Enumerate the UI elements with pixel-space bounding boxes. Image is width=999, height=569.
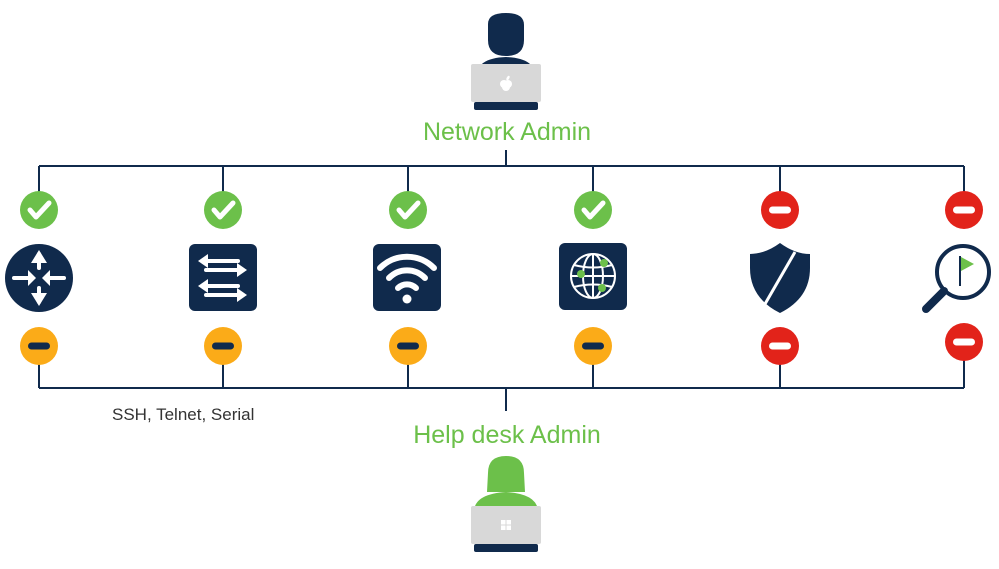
limited-access-icon	[574, 327, 612, 365]
check-icon	[389, 191, 427, 229]
network-admin-figure	[471, 13, 541, 110]
shield-firewall-icon	[750, 243, 810, 313]
router-icon	[5, 244, 73, 312]
windows-icon	[501, 520, 511, 530]
top-bus	[38, 150, 965, 192]
helpdesk-admin-person-icon	[474, 456, 538, 512]
network-admin-laptop-icon	[471, 64, 541, 110]
deny-icon	[945, 323, 983, 361]
network-admin-label: Network Admin	[422, 118, 592, 146]
wireless-icon	[373, 244, 441, 311]
switch-icon	[189, 244, 257, 311]
helpdesk-admin-figure	[471, 456, 541, 552]
access-badges	[20, 191, 983, 365]
deny-icon	[761, 191, 799, 229]
limited-access-icon	[204, 327, 242, 365]
helpdesk-admin-laptop-icon	[471, 506, 541, 552]
deny-icon	[761, 327, 799, 365]
magnifier-flag-icon	[922, 244, 991, 313]
check-icon	[574, 191, 612, 229]
check-icon	[20, 191, 58, 229]
helpdesk-admin-label: Help desk Admin	[413, 421, 601, 449]
apple-icon	[500, 75, 512, 91]
check-icon	[204, 191, 242, 229]
protocols-label: SSH, Telnet, Serial	[112, 405, 255, 424]
globe-network-icon	[559, 243, 627, 310]
limited-access-icon	[389, 327, 427, 365]
bottom-bus	[38, 360, 965, 411]
deny-icon	[945, 191, 983, 229]
limited-access-icon	[20, 327, 58, 365]
